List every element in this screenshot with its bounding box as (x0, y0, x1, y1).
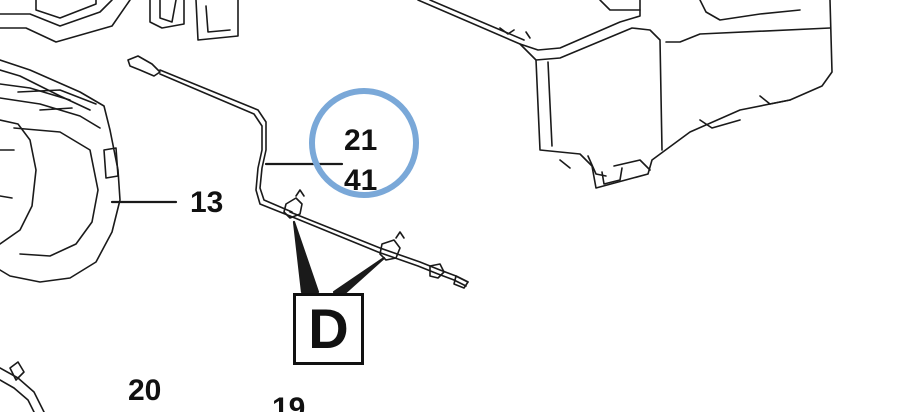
highlight-circle (309, 88, 419, 198)
callout-part-21: 21 (344, 124, 378, 157)
housing-cover (417, 0, 833, 189)
callout-part-20: 20 (128, 374, 162, 407)
leader-lines (110, 162, 344, 204)
callout-part-19: 19 (272, 392, 306, 412)
callout-part-13: 13 (190, 186, 224, 219)
detail-d-pointer (292, 220, 386, 294)
upper-left-bracket (0, 0, 131, 43)
detail-d-box: D (293, 293, 364, 365)
detail-d-letter: D (308, 297, 349, 360)
top-bracket (149, 0, 239, 41)
fan-housing (0, 59, 121, 283)
lower-hose (0, 361, 45, 412)
callout-part-41: 41 (344, 164, 378, 197)
tube-assembly (127, 55, 469, 289)
